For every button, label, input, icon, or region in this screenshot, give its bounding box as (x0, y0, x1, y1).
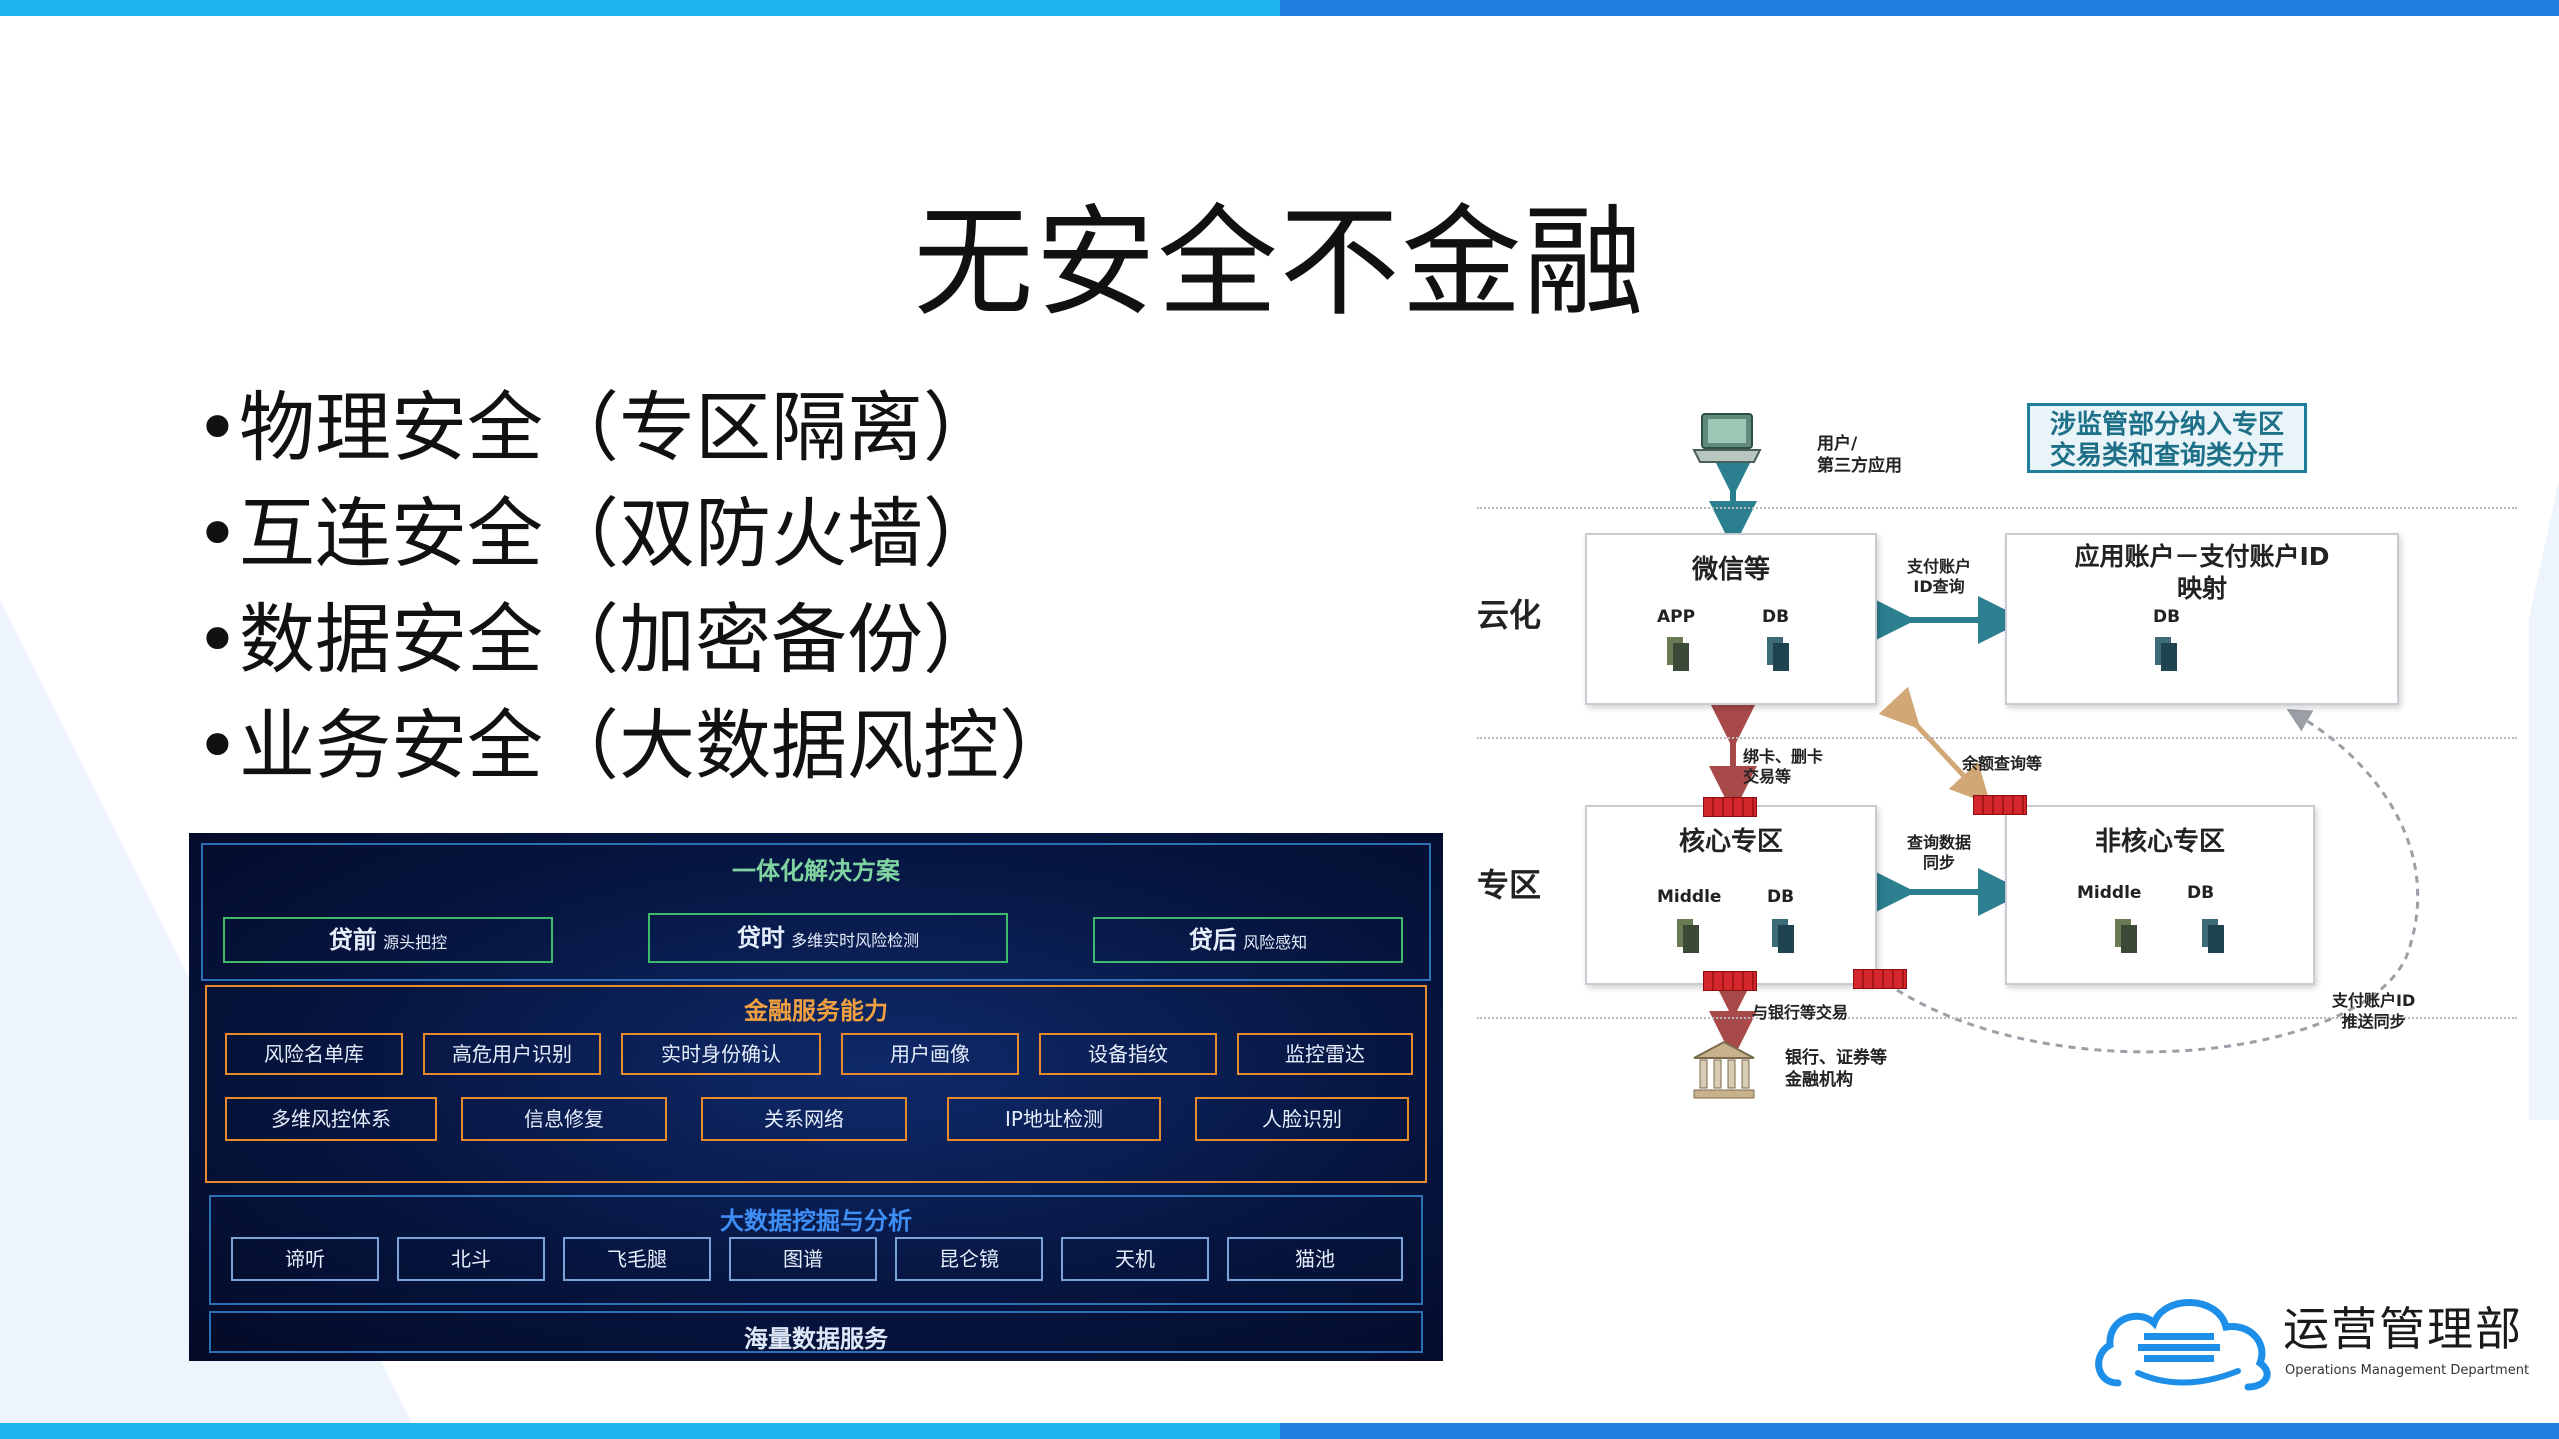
query-sync-label: 查询数据同步 (1907, 833, 1972, 872)
big-data-cell: 谛听 (231, 1237, 379, 1281)
solution-section: 一体化解决方案 贷前 源头把控 贷时 多维实时风险检测 贷后 风险感知 (201, 843, 1431, 981)
big-data-cell: 天机 (1061, 1237, 1209, 1281)
bank-icon (1693, 1040, 1755, 1099)
balance-query-label: 余额查询等 (1962, 754, 2043, 773)
bullet-text: 业务安全（大数据风控） (239, 701, 1075, 790)
mass-data-section: 海量数据服务 (209, 1311, 1423, 1353)
database-icon (1772, 919, 1794, 953)
financial-service-section: 金融服务能力 风险名单库 高危用户识别 实时身份确认 用户画像 设备指纹 监控雷… (205, 985, 1427, 1183)
box-title: 微信等 (1691, 555, 1770, 585)
capability-cell: 实时身份确认 (621, 1033, 821, 1075)
zone-label-dedicated: 专区 (1477, 866, 1542, 904)
app-server-icon (1667, 637, 1689, 671)
slide-title: 无安全不金融 (913, 194, 1646, 333)
big-data-section: 大数据挖掘与分析 谛听 北斗 飞毛腿 图谱 昆仑镜 天机 猫池 (209, 1195, 1423, 1305)
card-ops-label: 绑卡、删卡交易等 (1743, 747, 1824, 786)
bullet-item: •互连安全（双防火墙） (195, 481, 1075, 587)
big-data-cell: 图谱 (729, 1237, 877, 1281)
capability-cell: 风险名单库 (225, 1033, 403, 1075)
bullet-item: •物理安全（专区隔离） (195, 375, 1075, 481)
capability-cell: 人脸识别 (1195, 1097, 1409, 1141)
bullet-item: •业务安全（大数据风控） (195, 693, 1075, 799)
middleware-icon (1677, 919, 1699, 953)
financial-service-title: 金融服务能力 (744, 997, 888, 1025)
db-label: DB (2153, 607, 2181, 627)
capability-cell: 监控雷达 (1237, 1033, 1413, 1075)
zone-divider (1477, 1017, 2517, 1019)
solution-section-title: 一体化解决方案 (732, 857, 900, 885)
department-logo: 运营管理部 Operations Management Department (2088, 1283, 2538, 1398)
logo-name: 运营管理部 (2283, 1302, 2523, 1356)
firewall-icon (1703, 971, 1757, 991)
box-title: 非核心专区 (2094, 827, 2225, 857)
laptop-icon (1692, 413, 1762, 463)
solution-item-in-loan: 贷时 多维实时风险检测 (648, 913, 1008, 963)
zone-label-cloud: 云化 (1477, 596, 1542, 634)
user-label: 用户/第三方应用 (1817, 434, 1902, 476)
database-icon (1767, 637, 1789, 671)
bottom-accent-bar (0, 1423, 2559, 1439)
big-data-cell: 飞毛腿 (563, 1237, 711, 1281)
regulation-note: 涉监管部分纳入专区交易类和查询类分开 (2027, 403, 2307, 473)
risk-platform-diagram: 一体化解决方案 贷前 源头把控 贷时 多维实时风险检测 贷后 风险感知 金融服务… (189, 833, 1443, 1361)
bullet-dot: • (195, 701, 240, 790)
bullet-text: 物理安全（专区隔离） (239, 383, 999, 472)
logo-subtitle: Operations Management Department (2285, 1363, 2530, 1378)
capability-cell: 用户画像 (841, 1033, 1019, 1075)
bullet-dot: • (195, 595, 240, 684)
bullet-dot: • (195, 489, 240, 578)
bullet-item: •数据安全（加密备份） (195, 587, 1075, 693)
db-label: DB (1762, 607, 1790, 627)
middle-label: Middle (1657, 887, 1722, 907)
capability-cell: 高危用户识别 (423, 1033, 601, 1075)
bullet-text: 数据安全（加密备份） (239, 595, 999, 684)
wechat-box: 微信等 APP DB (1585, 533, 1877, 705)
diagram-connectors (1709, 449, 2420, 1059)
database-icon (2155, 637, 2177, 671)
solution-item-pre-loan: 贷前 源头把控 (223, 917, 553, 963)
bank-trade-label: 与银行等交易 (1752, 1003, 1849, 1022)
capability-cell: 信息修复 (461, 1097, 667, 1141)
big-data-title: 大数据挖掘与分析 (720, 1207, 912, 1235)
network-zone-diagram: 涉监管部分纳入专区交易类和查询类分开 用户/第三方应用 云化 专区 微信等 AP… (1467, 395, 2529, 1125)
mass-data-title: 海量数据服务 (744, 1325, 888, 1353)
big-data-cell: 北斗 (397, 1237, 545, 1281)
firewall-icon (1973, 795, 2027, 815)
firewall-icon (1703, 797, 1757, 817)
zone-divider (1477, 737, 2517, 739)
cloud-logo-icon (2095, 1299, 2271, 1391)
app-label: APP (1657, 607, 1696, 627)
bullet-text: 互连安全（双防火墙） (239, 489, 999, 578)
non-core-zone-box: 非核心专区 Middle DB (2005, 805, 2315, 985)
top-accent-bar (0, 0, 2559, 16)
zone-divider (1477, 507, 2517, 509)
capability-cell: 多维风控体系 (225, 1097, 437, 1141)
big-data-cell: 昆仑镜 (895, 1237, 1043, 1281)
bank-label: 银行、证券等金融机构 (1785, 1048, 1887, 1090)
db-label: DB (1767, 887, 1795, 907)
database-icon (2202, 919, 2224, 953)
db-label: DB (2187, 883, 2215, 903)
capability-cell: IP地址检测 (947, 1097, 1161, 1141)
solution-item-post-loan: 贷后 风险感知 (1093, 917, 1403, 963)
capability-cell: 设备指纹 (1039, 1033, 1217, 1075)
middleware-icon (2115, 919, 2137, 953)
box-title: 核心专区 (1678, 827, 1783, 857)
middle-label: Middle (2077, 883, 2142, 903)
capability-cell: 关系网络 (701, 1097, 907, 1141)
big-data-cell: 猫池 (1227, 1237, 1403, 1281)
bullet-dot: • (195, 383, 240, 472)
firewall-icon (1853, 969, 1907, 989)
core-zone-box: 核心专区 Middle DB (1585, 805, 1877, 985)
bullet-list: •物理安全（专区隔离） •互连安全（双防火墙） •数据安全（加密备份） •业务安… (195, 375, 1075, 799)
